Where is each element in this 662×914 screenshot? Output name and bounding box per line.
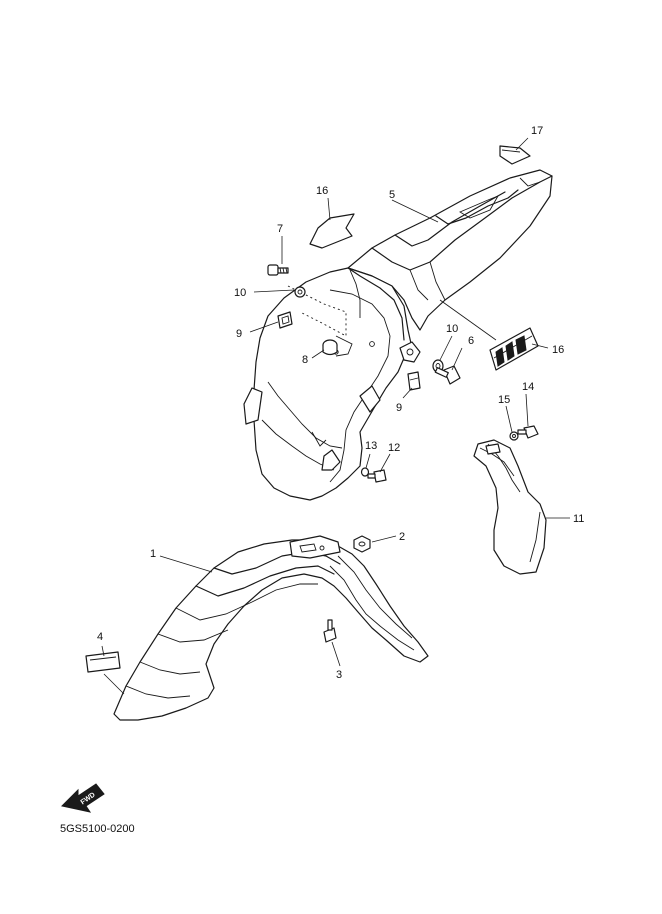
callout-17: 17 <box>531 125 543 137</box>
callout-15: 15 <box>498 394 510 406</box>
callout-16-right: 16 <box>552 344 564 356</box>
bolt-6 <box>434 365 461 385</box>
bolt-7 <box>267 264 289 276</box>
callout-3: 3 <box>336 669 342 681</box>
callout-9-left: 9 <box>236 328 242 340</box>
callout-16-upper: 16 <box>316 185 328 197</box>
washer-10-left <box>294 286 306 298</box>
label-16-right <box>489 327 539 371</box>
callout-9-right: 9 <box>396 402 402 414</box>
callout-5: 5 <box>389 189 395 201</box>
callout-1: 1 <box>150 548 156 560</box>
front-fender <box>113 535 429 721</box>
callout-numbers: 17 16 5 7 10 9 8 10 6 16 9 13 12 14 15 1… <box>97 125 584 681</box>
callout-8: 8 <box>302 354 308 366</box>
callout-2: 2 <box>399 531 405 543</box>
label-17 <box>499 145 531 165</box>
callout-12: 12 <box>388 442 400 454</box>
label-16-upper <box>309 213 355 249</box>
callout-10-left: 10 <box>234 287 246 299</box>
label-4 <box>85 651 121 673</box>
callout-7: 7 <box>277 223 283 235</box>
screw-14 <box>517 425 539 439</box>
callout-10-right: 10 <box>446 323 458 335</box>
callout-13: 13 <box>365 440 377 452</box>
bolt-3 <box>323 619 337 643</box>
diagram-code: 5GS5100-0200 <box>60 823 135 835</box>
callout-14: 14 <box>522 381 534 393</box>
nut-2 <box>353 535 371 553</box>
washer-15 <box>509 431 519 441</box>
leader-lines <box>101 137 570 695</box>
fwd-arrow-icon: FWD <box>60 783 105 813</box>
mud-flap-11 <box>473 439 547 575</box>
callout-11: 11 <box>573 513 584 525</box>
grommet-8 <box>322 339 338 356</box>
washer-13 <box>360 467 370 477</box>
callout-4: 4 <box>97 631 103 643</box>
screw-12 <box>367 469 387 483</box>
callout-6: 6 <box>468 335 474 347</box>
clip-9-left <box>277 311 293 329</box>
clip-9-right <box>407 371 421 391</box>
